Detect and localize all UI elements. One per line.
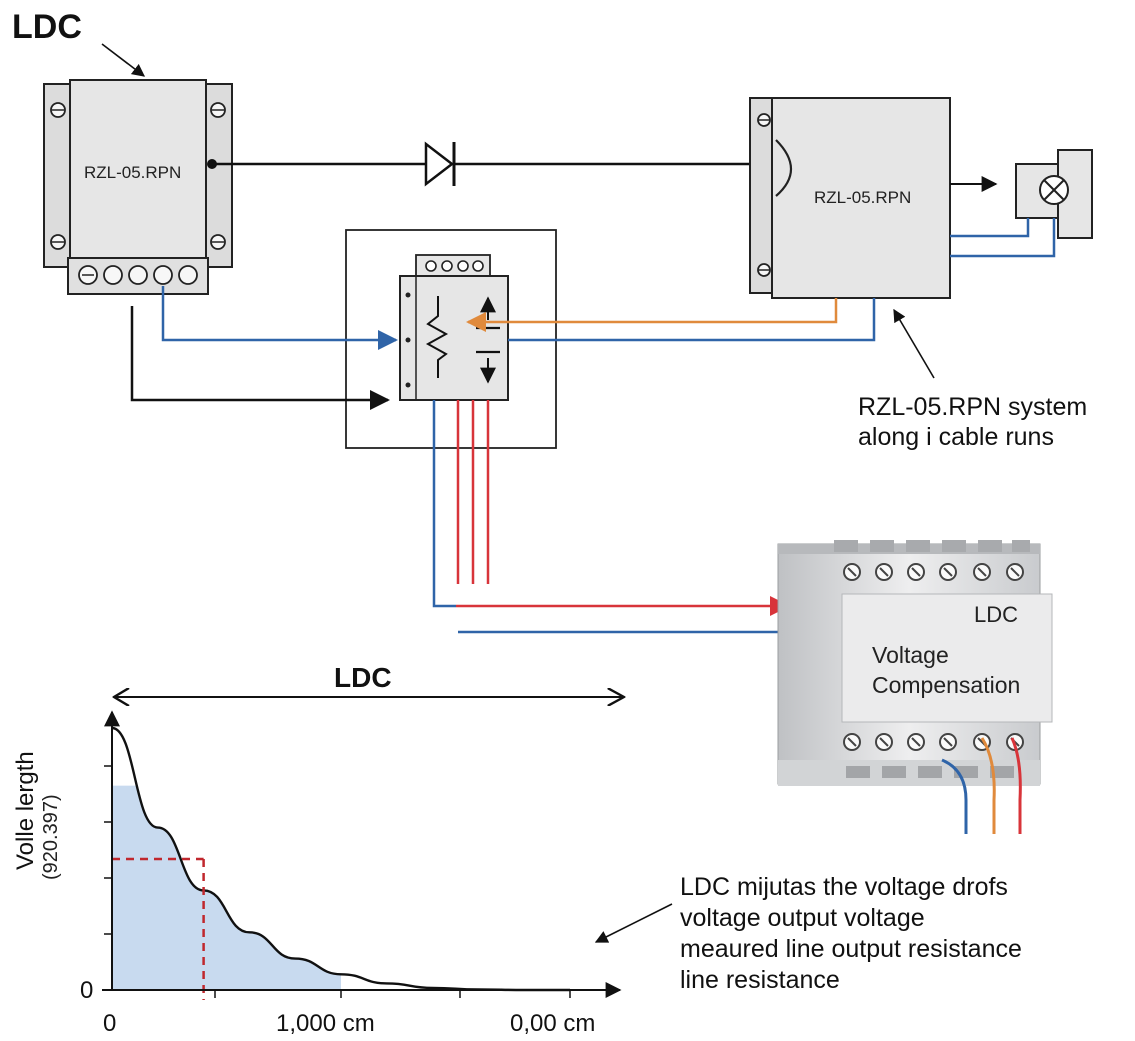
- note-pointer: [594, 903, 673, 943]
- chart-title: LDC: [334, 662, 392, 693]
- chart-x-tick-label: 0,00 cm: [510, 1010, 596, 1037]
- relay-right-label: RZL-05.RPN: [814, 188, 912, 207]
- lamp-wires: [950, 218, 1056, 258]
- lamp-fixture: [950, 149, 1093, 239]
- title-pointer-arrow: [101, 43, 146, 77]
- compensator-text: Voltage Compensation: [872, 640, 1020, 700]
- callout-text: RZL-05.RPN system along i cable runs: [858, 392, 1087, 452]
- chart: [102, 697, 624, 1000]
- callout-line: RZL-05.RPN system: [858, 393, 1088, 421]
- note-text: LDC mijutas the voltage drofs voltage ou…: [680, 872, 1022, 996]
- wiring: [130, 286, 876, 642]
- diagram-title: LDC: [12, 8, 82, 46]
- callout-pointer: [893, 308, 935, 379]
- compensator-line: Voltage: [872, 642, 949, 668]
- callout-line: along i cable runs: [858, 423, 1054, 451]
- note-line: LDC mijutas the voltage drofs: [680, 873, 1008, 901]
- diode-connection: [207, 141, 778, 187]
- chart-x-tick-label: 1,000 cm: [276, 1010, 375, 1037]
- relay-left: [43, 79, 233, 295]
- chart-y-axis-sublabel: (920.397): [40, 794, 62, 880]
- relay-left-label: RZL-05.RPN: [84, 163, 182, 182]
- compensator-label: LDC: [974, 602, 1019, 627]
- chart-x-tick-label: 0: [103, 1010, 117, 1037]
- note-line: line resistance: [680, 966, 840, 994]
- note-line: voltage output voltage: [680, 904, 925, 932]
- chart-y-axis-label: Volle lergth: [12, 751, 39, 870]
- compensator-module: [777, 540, 1053, 834]
- compensator-line: Compensation: [872, 672, 1021, 698]
- relay-right: [749, 97, 951, 299]
- chart-y-tick-label: 0: [80, 977, 94, 1004]
- note-line: meaured line output resistance: [680, 935, 1022, 963]
